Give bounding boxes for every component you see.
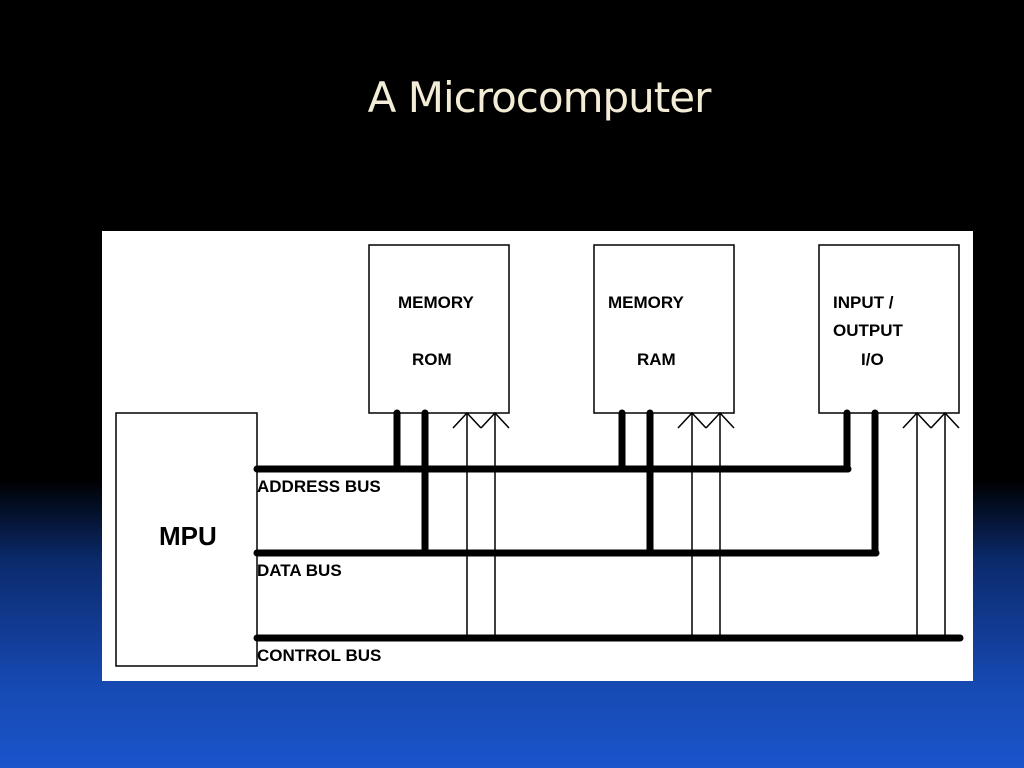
slide-title: A Microcomputer <box>367 73 712 122</box>
mpu-label: MPU <box>159 521 217 551</box>
io-label-line1: INPUT / <box>833 293 894 312</box>
rom-label-line2: ROM <box>412 350 452 369</box>
ram-box <box>593 244 735 414</box>
control-lines-ram <box>677 411 735 638</box>
control-lines-io <box>902 411 960 638</box>
data-bus <box>253 409 880 557</box>
control-lines-rom <box>452 411 510 638</box>
diagram-panel: MPU MEMORY ROM MEMORY RAM INPUT / OUTPUT… <box>102 231 973 681</box>
rom-box <box>368 244 510 414</box>
control-bus-label: CONTROL BUS <box>257 646 381 665</box>
microcomputer-block-diagram: MPU MEMORY ROM MEMORY RAM INPUT / OUTPUT… <box>115 244 964 667</box>
io-box <box>818 244 960 414</box>
address-bus-label: ADDRESS BUS <box>257 477 381 496</box>
ram-label-line1: MEMORY <box>608 293 685 312</box>
io-label-line3: I/O <box>861 350 884 369</box>
address-bus <box>253 409 852 473</box>
io-label-line2: OUTPUT <box>833 321 904 340</box>
mpu-box <box>115 412 258 667</box>
ram-label-line2: RAM <box>637 350 676 369</box>
rom-label-line1: MEMORY <box>398 293 475 312</box>
data-bus-label: DATA BUS <box>257 561 342 580</box>
